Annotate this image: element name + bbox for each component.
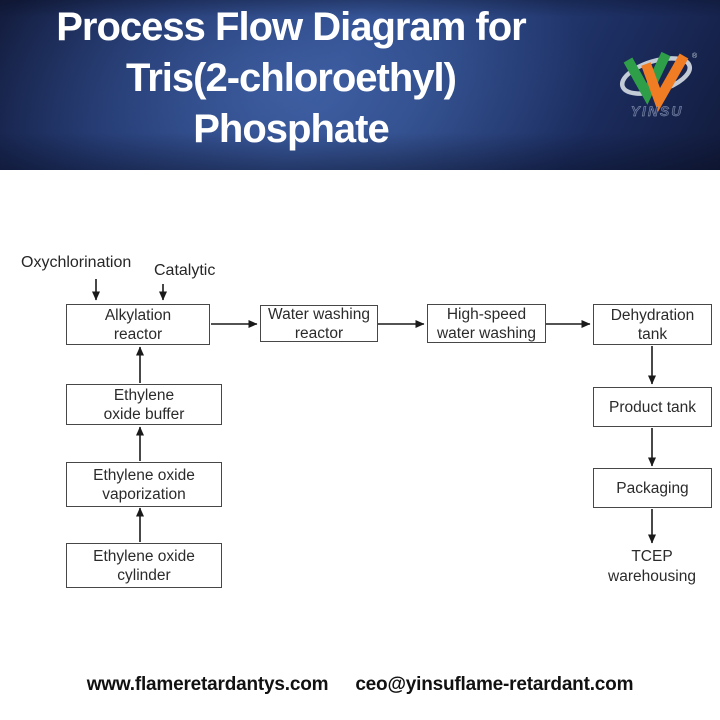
node-ethylene-oxide-vaporization: Ethylene oxide vaporization — [66, 462, 222, 507]
page-title: Process Flow Diagram for Tris(2-chloroet… — [56, 5, 526, 151]
brand-text: YINSU — [631, 103, 684, 119]
logo-v-orange-icon — [641, 53, 689, 112]
node-high-speed-water-washing: High-speed water washing — [427, 304, 546, 343]
input-label-catalytic: Catalytic — [154, 262, 216, 279]
header-banner: Process Flow Diagram for Tris(2-chloroet… — [0, 0, 720, 170]
terminal-tcep-warehousing: TCEP warehousing — [608, 548, 696, 585]
logo-v-green-icon — [623, 51, 671, 105]
email-text: ceo@yinsuflame-retardant.com — [355, 674, 634, 695]
footer: www.flameretardantys.com ceo@yinsuflame-… — [0, 674, 720, 696]
node-ethylene-oxide-buffer: Ethylene oxide buffer — [66, 384, 222, 425]
process-flow-diagram: Oxychlorination Catalytic Alkylation rea… — [0, 170, 720, 650]
input-label-oxychlorination: Oxychlorination — [21, 254, 132, 271]
node-ethylene-oxide-cylinder: Ethylene oxide cylinder — [66, 543, 222, 588]
node-packaging: Packaging — [593, 468, 712, 508]
node-product-tank: Product tank — [593, 387, 712, 427]
flow-arrows — [92, 279, 656, 544]
yinsu-logo: ® YINSU — [619, 51, 698, 119]
website-text: www.flameretardantys.com — [86, 674, 329, 695]
registered-mark: ® — [692, 52, 698, 60]
node-water-washing-reactor: Water washing reactor — [260, 305, 378, 342]
node-dehydration-tank: Dehydration tank — [593, 304, 712, 345]
node-alkylation-reactor: Alkylation reactor — [66, 304, 210, 345]
